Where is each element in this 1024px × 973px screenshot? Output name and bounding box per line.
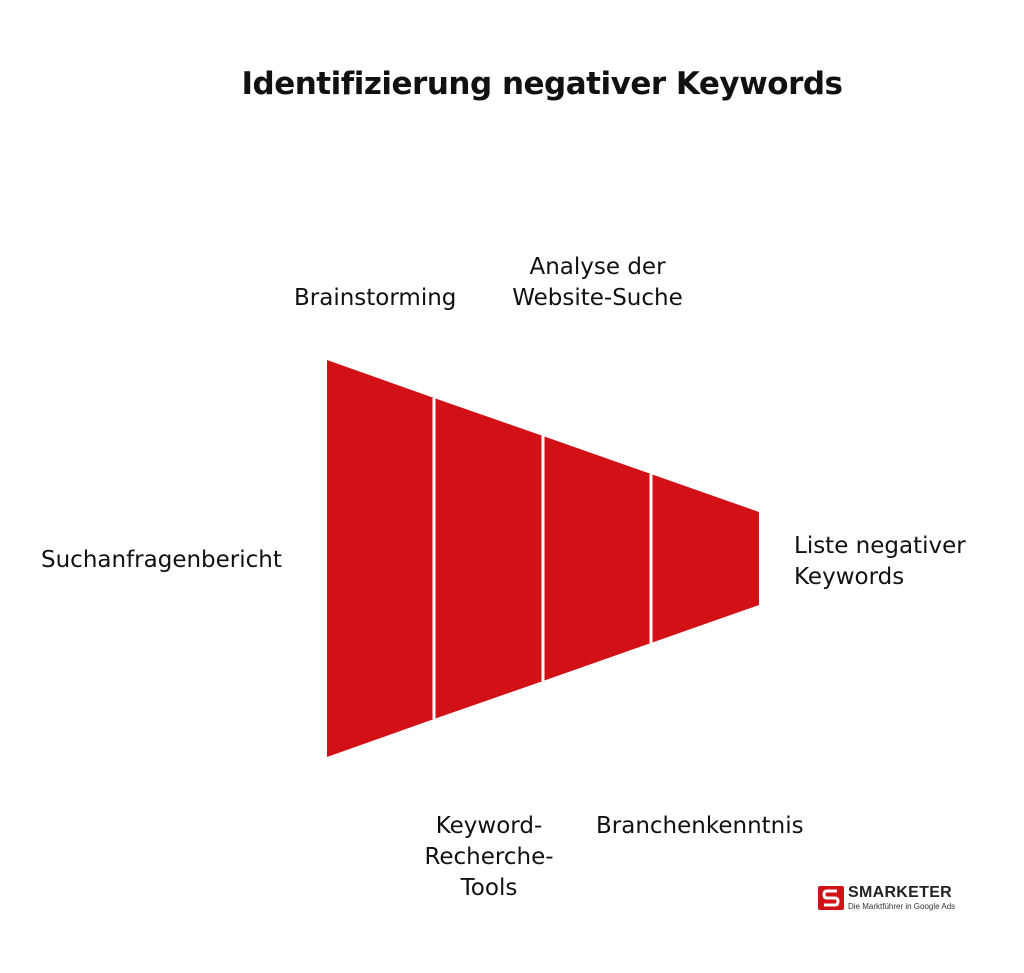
label-liste-line-2: Keywords bbox=[794, 564, 905, 590]
funnel-segment-2 bbox=[434, 398, 543, 719]
label-suchanfragenbericht: Suchanfragenbericht bbox=[41, 547, 282, 573]
label-analyse-line-1: Analyse der bbox=[529, 254, 666, 280]
label-analyse-line-2: Website-Suche bbox=[512, 285, 683, 311]
logo-s-icon bbox=[818, 886, 844, 910]
label-keyword-line-1: Keyword- bbox=[435, 813, 543, 839]
logo-tagline: Die Marktführer in Google Ads bbox=[848, 902, 956, 911]
label-liste-line-1: Liste negativer bbox=[794, 533, 966, 559]
label-analyse-website-suche: Analyse der Website-Suche bbox=[490, 252, 705, 314]
funnel-segment-1 bbox=[327, 360, 434, 757]
funnel-segment-4 bbox=[651, 474, 759, 643]
label-keyword-line-3: Tools bbox=[460, 875, 518, 901]
label-keyword-recherche-tools: Keyword- Recherche- Tools bbox=[404, 811, 574, 904]
label-keyword-line-2: Recherche- bbox=[424, 844, 554, 870]
diagram-title: Identifizierung negativer Keywords bbox=[241, 66, 843, 102]
label-brainstorming: Brainstorming bbox=[294, 285, 457, 311]
label-branchenkenntnis: Branchenkenntnis bbox=[596, 813, 804, 839]
funnel-segment-3 bbox=[543, 436, 651, 681]
label-liste-negativer-keywords: Liste negativer Keywords bbox=[794, 531, 966, 593]
logo-name: SMARKETER bbox=[848, 884, 953, 901]
smarketer-logo: SMARKETER Die Marktführer in Google Ads bbox=[818, 884, 968, 914]
